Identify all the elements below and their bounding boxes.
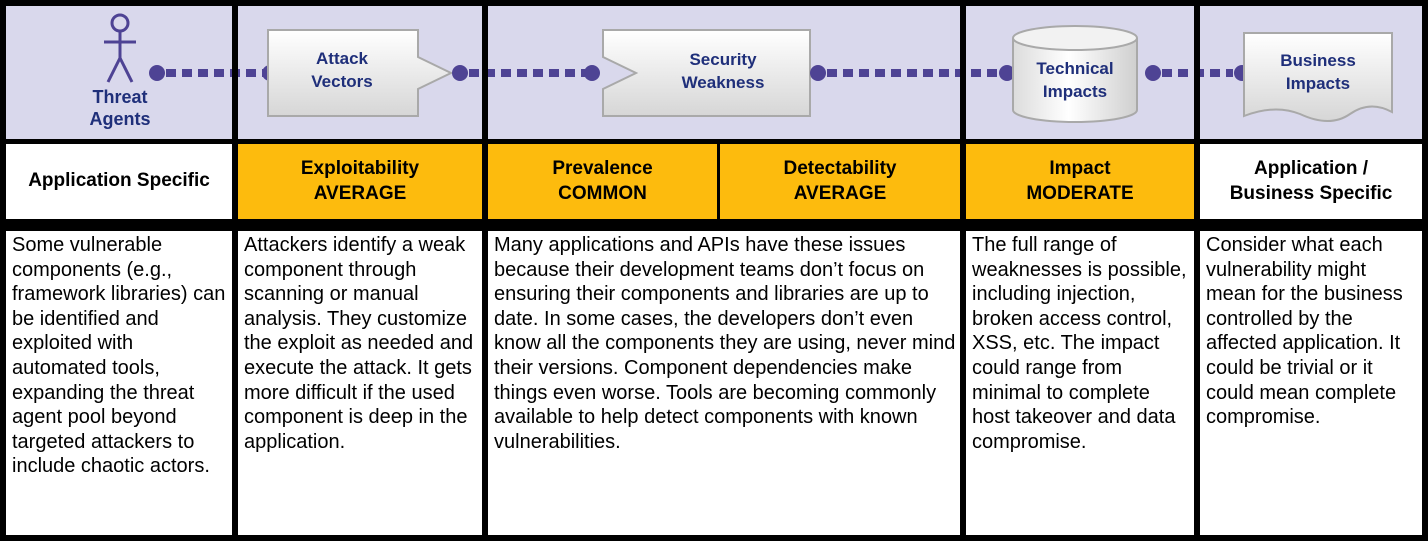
desc-attack-vectors: Attackers identify a weak component thro… [244,234,474,453]
col-border-3 [960,0,966,541]
desc-threat-agents: Some vulnerable components (e.g., framew… [12,234,226,478]
header-prevalence-line2: COMMON [558,182,647,204]
col-border-5 [1422,0,1428,541]
node-business-impacts-line2: Impacts [1285,73,1351,93]
person-icon [104,13,136,83]
bottom-border [0,535,1428,541]
col-border-1 [232,0,238,541]
cylinder-icon [1012,25,1138,123]
header-impact: Impact MODERATE [966,144,1194,219]
header-business-specific-line1: Application / [1254,157,1368,179]
header-detectability-line2: AVERAGE [793,182,887,204]
header-divider [0,219,1428,231]
node-attack-vectors-line1: Attack [316,49,368,68]
header-business-specific-line2: Business Specific [1229,182,1393,204]
col-border-4 [1194,0,1200,541]
header-impact-line2: MODERATE [1026,182,1134,204]
header-business-specific: Application / Business Specific [1200,144,1422,219]
node-business-impacts: Business Impacts [1248,50,1388,96]
node-attack-vectors-line2: Vectors [311,71,373,91]
header-detectability-line1: Detectability [783,157,897,179]
header-application-specific: Application Specific [6,144,232,219]
node-business-impacts-line1: Business [1280,51,1356,70]
col-border-0 [0,0,6,541]
top-border [0,0,1428,6]
desc-security-weakness: Many applications and APIs have these is… [494,234,956,453]
header-prevalence: Prevalence COMMON [488,144,717,219]
header-application-specific-label: Application Specific [28,170,210,192]
header-exploitability-line2: AVERAGE [313,182,407,204]
connector-3 [810,65,1015,81]
node-security-weakness-line1: Security [689,50,757,69]
flow-graphics [104,13,1393,123]
arrow-box-icon [602,29,811,117]
node-threat-agents-line2: Agents [89,109,151,129]
header-inner-divider [717,144,720,219]
header-impact-line1: Impact [1049,157,1111,179]
band-divider [0,139,1428,144]
connector-2 [452,65,600,81]
node-technical-impacts-line2: Impacts [1042,81,1108,101]
node-technical-impacts: Technical Impacts [1013,58,1137,104]
header-prevalence-line1: Prevalence [552,157,653,179]
header-exploitability: Exploitability AVERAGE [238,144,482,219]
node-security-weakness-line2: Weakness [681,72,765,92]
node-threat-agents-line1: Threat [92,87,148,107]
node-threat-agents: Threat Agents [70,86,170,130]
desc-business-impacts: Consider what each vulnerability might m… [1206,234,1403,429]
node-security-weakness: Security Weakness [640,49,806,95]
col-border-2 [482,0,488,541]
node-technical-impacts-line1: Technical [1036,59,1114,78]
header-exploitability-line1: Exploitability [300,157,420,179]
header-detectability: Detectability AVERAGE [720,144,960,219]
arrow-box-icon [267,29,454,117]
desc-technical-impacts: The full range of weaknesses is possible… [972,234,1187,453]
node-attack-vectors: Attack Vectors [278,48,406,94]
document-icon [1243,32,1393,122]
connector-1 [149,65,278,81]
